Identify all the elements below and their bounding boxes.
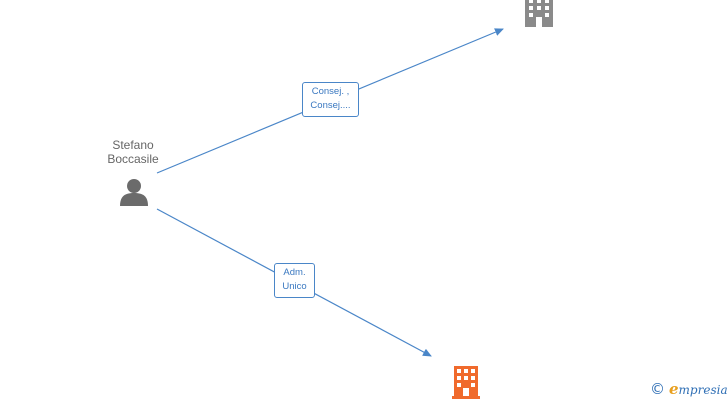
relation-label-line2: Unico	[282, 281, 307, 292]
relation-label-line1: Consej. ,	[311, 86, 350, 97]
person-name-line1: Stefano	[112, 138, 154, 152]
person-icon[interactable]	[120, 179, 148, 206]
brand-initial: e	[669, 380, 679, 398]
person-name[interactable]: Stefano Boccasile	[92, 138, 174, 166]
person-name-line2: Boccasile	[107, 152, 159, 166]
copyright-icon: ©	[650, 380, 665, 398]
building-icon[interactable]	[525, 0, 553, 27]
building-icon[interactable]	[452, 366, 480, 399]
relation-label-line1: Adm.	[283, 267, 306, 278]
brand-logo: empresia	[669, 380, 728, 398]
relation-label-line2: Consej....	[310, 100, 351, 111]
relation-label-administrador[interactable]: Adm. Unico	[274, 263, 315, 298]
empresia-watermark[interactable]: © empresia	[650, 379, 728, 399]
relation-label-consejero[interactable]: Consej. , Consej....	[302, 82, 359, 117]
brand-rest: mpresia	[678, 383, 728, 397]
